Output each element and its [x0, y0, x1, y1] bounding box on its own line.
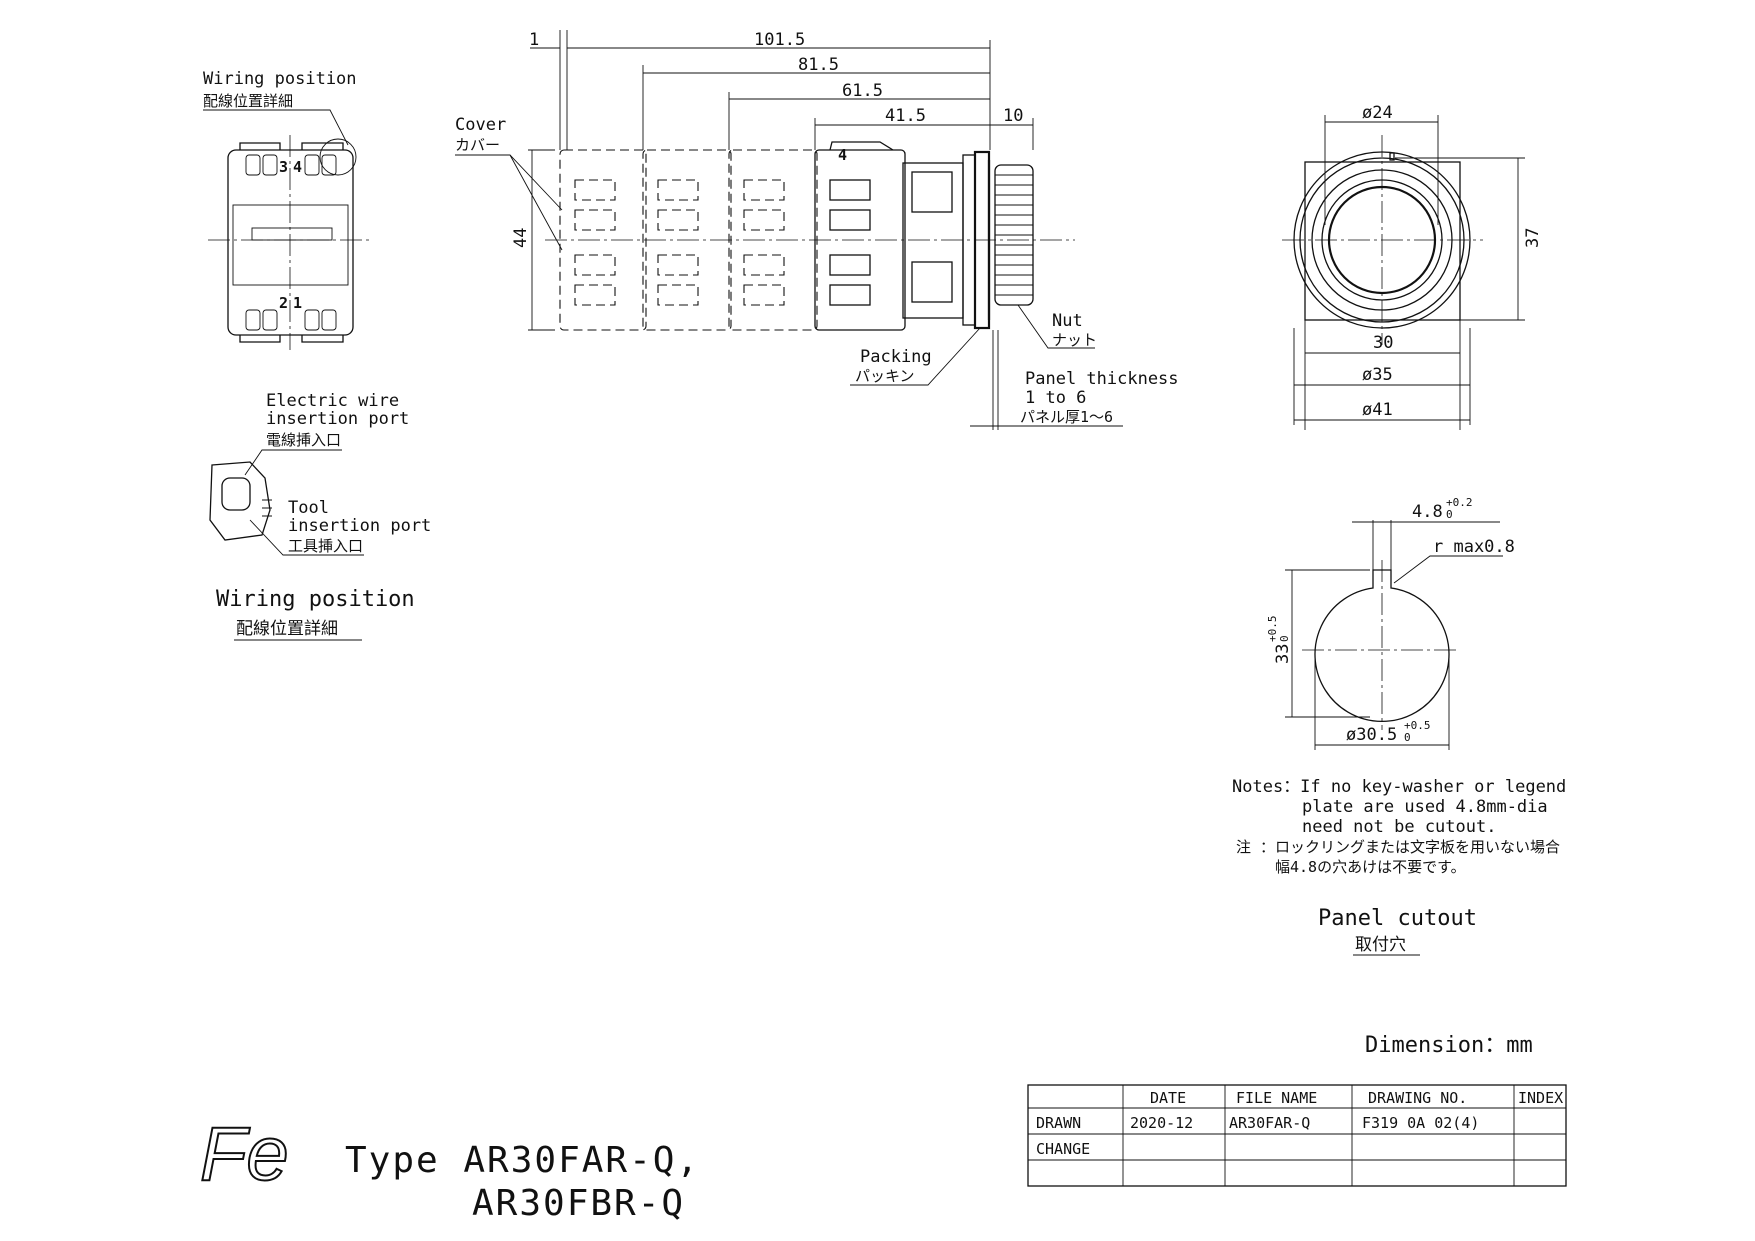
terminal-pocket [321, 309, 337, 331]
tb-header-file: FILE NAME [1236, 1089, 1317, 1107]
terminal-3-label: 3 [279, 158, 288, 176]
front-dia-41: ø41 [1362, 400, 1393, 420]
panel-thickness-jp: パネル厚1～6 [1020, 408, 1113, 426]
cutout-height-tol-upper: +0.5 [1266, 616, 1279, 643]
terminal-pocket [245, 154, 261, 176]
wiring-label-jp: 配線位置詳細 [203, 92, 293, 110]
tb-drawn-date: 2020-12 [1130, 1114, 1193, 1132]
notes-jp-2: 幅4.8の穴あけは不要です。 [1275, 858, 1466, 876]
notes-line-3: need not be cutout. [1302, 817, 1496, 837]
tb-drawn-label: DRAWN [1036, 1114, 1081, 1132]
panel-thickness-en-2: 1 to 6 [1025, 388, 1086, 408]
cutout-height: 33 [1273, 644, 1293, 664]
cutout-diameter: ø30.5 [1346, 725, 1397, 745]
wire-port-jp: 電線挿入口 [266, 431, 341, 449]
tb-change-label: CHANGE [1036, 1140, 1090, 1158]
notes-jp-1: 注 ：ロックリングまたは文字板を用いない場合 [1236, 838, 1560, 856]
terminal-1-label: 1 [293, 294, 302, 312]
terminal-pocket [245, 309, 261, 331]
insertion-port-detail: Electric wire insertion port 電線挿入口 Tool … [209, 391, 431, 641]
cutout-dia-tol-lower: 0 [1404, 731, 1411, 744]
terminal-4-side: 4 [838, 146, 847, 164]
cutout-caption-jp: 取付穴 [1355, 935, 1406, 955]
title-block: DATE FILE NAME DRAWING NO. INDEX DRAWN 2… [1027, 1084, 1567, 1187]
wire-port-hole [221, 477, 251, 511]
tb-drawn-number: F319 0A 02(4) [1362, 1114, 1479, 1132]
cover-label-en: Cover [455, 115, 506, 135]
terminal-block-mid [232, 204, 349, 286]
front-dia-24: ø24 [1362, 103, 1393, 123]
cutout-caption-en: Panel cutout [1318, 906, 1477, 931]
fe-logo-text: Fe [200, 1112, 289, 1197]
dimension-unit: Dimension：mm [1365, 1033, 1533, 1058]
panel-cutout: 4.8 +0.2 0 r max0.8 33 +0.5 0 ø30.5 +0.5… [1232, 496, 1566, 956]
front-dim-37: 37 [1523, 228, 1543, 248]
cover-label-jp: カバー [455, 136, 500, 154]
front-dia-35: ø35 [1362, 365, 1393, 385]
dim-41-5: 41.5 [885, 106, 926, 126]
dim-61-5: 61.5 [842, 81, 883, 101]
terminal-pocket [304, 154, 320, 176]
title-line-2: AR30FBR-Q [472, 1183, 685, 1224]
dim-44: 44 [511, 228, 531, 248]
packing-label-jp: パッキン [855, 367, 915, 385]
wiring-position-detail: Wiring position 配線位置詳細 3 4 2 1 [203, 69, 372, 350]
port-outline [209, 461, 271, 541]
title-line-1: Type AR30FAR-Q, [345, 1140, 700, 1181]
packing-label-en: Packing [860, 347, 932, 367]
terminal-4-label: 4 [293, 158, 302, 176]
dim-10: 10 [1003, 106, 1023, 126]
wiring-caption-jp: 配線位置詳細 [236, 619, 338, 639]
cutout-dia-tol-upper: +0.5 [1404, 719, 1431, 732]
title-area: Fe Type AR30FAR-Q, AR30FBR-Q [199, 1111, 700, 1224]
tb-header-drawing: DRAWING NO. [1368, 1089, 1467, 1107]
cutout-radius-note: r max0.8 [1433, 537, 1515, 557]
terminal-block-body [227, 149, 354, 336]
tool-port-jp: 工具挿入口 [288, 537, 363, 555]
tool-port-en-2: insertion port [288, 516, 431, 536]
tool-port-en-1: Tool [288, 498, 329, 518]
notes-line-2: plate are used 4.8mm-dia [1302, 797, 1548, 817]
tb-header-date: DATE [1150, 1089, 1186, 1107]
tb-drawn-file: AR30FAR-Q [1229, 1114, 1310, 1132]
notes-line-1: Notes：If no key-washer or legend [1232, 777, 1566, 797]
nut-label-en: Nut [1052, 311, 1083, 331]
tb-header-index: INDEX [1518, 1089, 1563, 1107]
cutout-height-tol-lower: 0 [1278, 635, 1291, 642]
center-slot [251, 227, 333, 241]
wiring-label-en: Wiring position [203, 69, 357, 89]
wire-port-en-1: Electric wire [266, 391, 399, 411]
wiring-caption-en: Wiring position [216, 587, 415, 612]
terminal-pocket [262, 309, 278, 331]
dim-81-5: 81.5 [798, 55, 839, 75]
terminal-2-label: 2 [279, 294, 288, 312]
side-view: 1 101.5 81.5 61.5 41.5 10 44 4 [455, 30, 1179, 430]
panel-thickness-en-1: Panel thickness [1025, 369, 1179, 389]
dim-1: 1 [529, 30, 539, 50]
cutout-key-tol-lower: 0 [1446, 508, 1453, 521]
cutout-key-width: 4.8 [1412, 502, 1443, 522]
wiring-leader [203, 109, 349, 146]
cutout-outline [1314, 569, 1450, 723]
front-dim-30: 30 [1373, 333, 1393, 353]
front-view: ø24 37 30 ø35 ø41 [1282, 103, 1543, 430]
wire-port-en-2: insertion port [266, 409, 409, 429]
fe-logo: Fe [199, 1111, 290, 1198]
nut-label-jp: ナット [1052, 331, 1097, 349]
dim-101-5: 101.5 [754, 30, 805, 50]
cutout-key-tol-upper: +0.2 [1446, 496, 1473, 509]
front-body-square [1304, 161, 1461, 321]
terminal-pocket [262, 154, 278, 176]
detail-circle [319, 138, 357, 176]
terminal-pocket [304, 309, 320, 331]
terminal-pocket [321, 154, 337, 176]
